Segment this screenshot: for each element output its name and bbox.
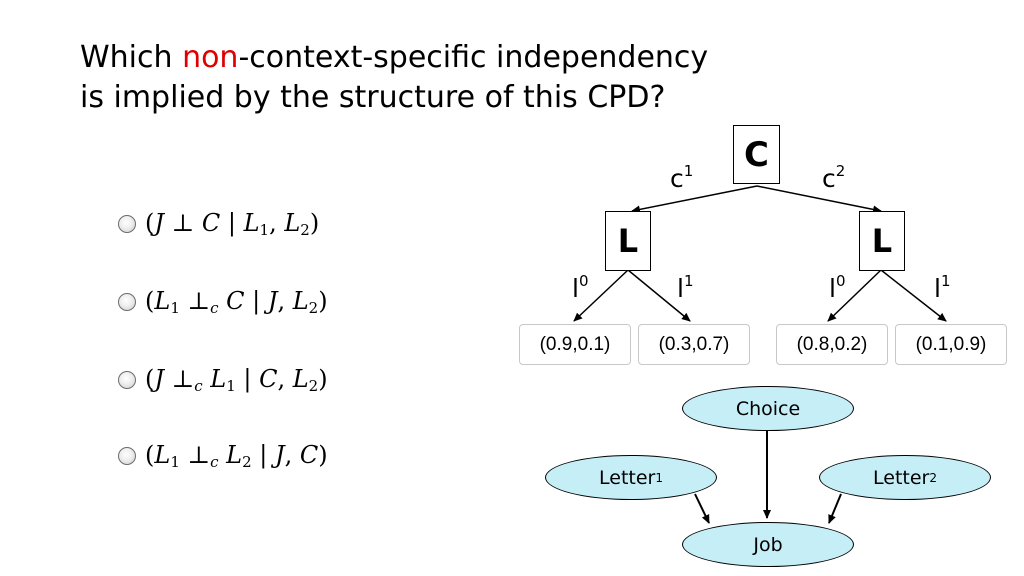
edge-label-c2: c2 (822, 162, 846, 193)
edge-rl-to-leaf-4 (880, 269, 947, 322)
question-title: Which non-context-specific independency … (80, 38, 708, 118)
edge-letter2-to-job (828, 493, 842, 524)
question-line-2: is implied by the structure of this CPD? (80, 80, 666, 115)
edge-label-c1: c1 (670, 162, 694, 193)
leaf-distribution-3: (0.8,0.2) (776, 324, 888, 365)
edge-rl-to-leaf-3 (827, 269, 882, 322)
node-job: Job (682, 522, 854, 567)
leaf-distribution-1: (0.9,0.1) (519, 324, 631, 365)
question-prefix: Which (80, 40, 183, 75)
question-rest: -context-specific independency (238, 40, 709, 75)
node-choice: Choice (682, 386, 854, 431)
option-3-formula: (J ⊥c L1 | C, L2) (145, 365, 328, 395)
leaf-distribution-4: (0.1,0.9) (895, 324, 1007, 365)
option-4[interactable]: (L1 ⊥c L2 | J, C) (118, 438, 328, 474)
radio-button[interactable] (118, 215, 136, 233)
edge-c-to-left-l (631, 185, 758, 214)
edge-label-l0-right: l0 (829, 272, 846, 303)
right-node-l: L (859, 211, 905, 271)
edge-label-l1-left: l1 (677, 272, 694, 303)
edge-label-l1-right: l1 (934, 272, 951, 303)
edge-c-to-right-l (756, 185, 882, 214)
edge-ll-to-leaf-2 (627, 269, 691, 322)
option-4-formula: (L1 ⊥c L2 | J, C) (145, 441, 328, 471)
question-line-1: Which non-context-specific independency (80, 38, 708, 78)
option-2-formula: (L1 ⊥c C | J, L2) (145, 287, 328, 317)
root-node-c: C (733, 125, 780, 184)
edge-ll-to-leaf-1 (573, 269, 629, 322)
option-3[interactable]: (J ⊥c L1 | C, L2) (118, 362, 328, 398)
option-1-formula: (J ⊥ C | L1, L2) (145, 209, 320, 239)
edge-letter1-to-job (694, 493, 710, 524)
leaf-distribution-2: (0.3,0.7) (638, 324, 750, 365)
radio-button[interactable] (118, 293, 136, 311)
radio-button[interactable] (118, 447, 136, 465)
radio-button[interactable] (118, 371, 136, 389)
option-1[interactable]: (J ⊥ C | L1, L2) (118, 206, 319, 242)
edge-label-l0-left: l0 (572, 272, 589, 303)
question-highlight: non (182, 40, 239, 75)
left-node-l: L (605, 211, 651, 271)
option-2[interactable]: (L1 ⊥c C | J, L2) (118, 284, 328, 320)
